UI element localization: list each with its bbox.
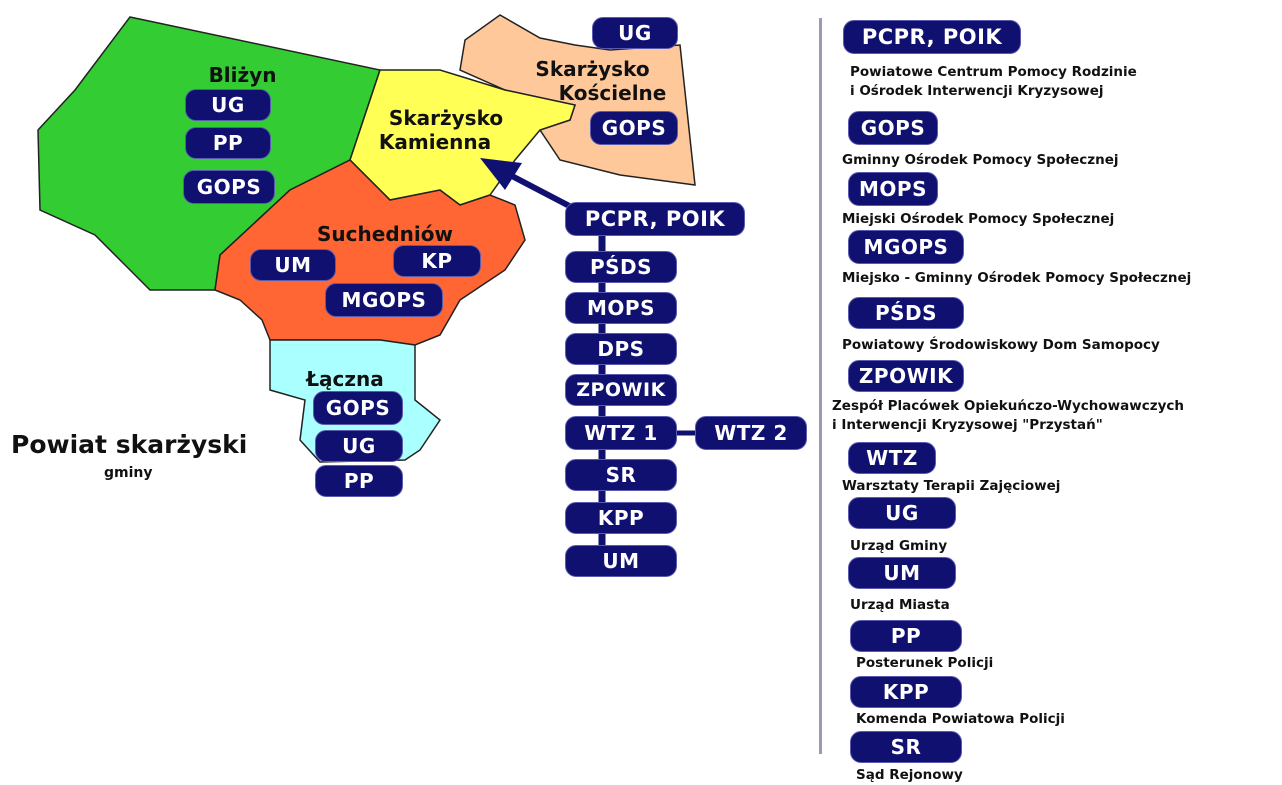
blizyn-ug-pill: UG	[185, 89, 271, 121]
legend-desc-line: Zespół Placówek Opiekuńczo-Wychowawczych	[832, 398, 1185, 414]
legend-desc-pp: Posterunek Policji	[856, 655, 994, 671]
legend-pill-sr: SR	[850, 731, 962, 763]
legend-desc-line: i Interwencji Kryzysowej "Przystań"	[832, 417, 1103, 433]
legend-desc-mops: Miejski Ośrodek Pomocy Społecznej	[842, 211, 1115, 227]
region-name-line1: Skarżysko	[535, 57, 650, 81]
legend-pill-ug: UG	[848, 497, 956, 529]
chain-item-mops: MOPS	[565, 292, 677, 324]
legend-pill-zpowik: ZPOWIK	[848, 360, 964, 392]
map-title: Powiat skarżyski	[11, 430, 248, 459]
chain-head-pill: PCPR, POIK	[565, 202, 745, 236]
laczna-pp-pill: PP	[315, 465, 403, 497]
legend-pill-gops: GOPS	[848, 111, 938, 145]
blizyn-gops-pill: GOPS	[183, 170, 275, 204]
map-subtitle: gminy	[104, 465, 153, 481]
chain-item-psds: PŚDS	[565, 251, 677, 283]
legend-desc-zpowik: Zespół Placówek Opiekuńczo-Wychowawczych…	[832, 397, 1184, 435]
chain-item-sr: SR	[565, 459, 677, 491]
legend-pill-mgops: MGOPS	[848, 230, 964, 264]
legend-desc-gops: Gminny Ośrodek Pomocy Społecznej	[842, 152, 1119, 168]
legend-pill-kpp: KPP	[850, 676, 962, 708]
chain-item-kpp: KPP	[565, 502, 677, 534]
laczna-gops-pill: GOPS	[313, 391, 403, 425]
legend-pill-pcpr: PCPR, POIK	[843, 20, 1021, 54]
legend-pill-um: UM	[848, 557, 956, 589]
legend-desc-sr: Sąd Rejonowy	[856, 767, 963, 783]
legend-desc-ug: Urząd Gminy	[850, 538, 948, 554]
koscielne-gops-pill: GOPS	[590, 111, 678, 145]
legend-pill-wtz: WTZ	[848, 442, 936, 474]
legend-pill-pp: PP	[850, 620, 962, 652]
region-name-skarzysko-kamienna: Skarżysko Kamienna	[360, 106, 510, 154]
region-name-laczna: Łączna	[306, 367, 384, 391]
region-name-line1: Skarżysko	[388, 106, 504, 130]
legend-desc-wtz: Warsztaty Terapii Zajęciowej	[842, 478, 1061, 494]
region-name-skarzysko-koscielne: Skarżysko Kościelne	[490, 57, 695, 105]
legend-desc-um: Urząd Miasta	[850, 597, 950, 613]
region-name-suchedniow: Suchedniów	[317, 222, 453, 246]
chain-item-wtz1: WTZ 1	[565, 416, 677, 450]
suchedniow-kp-pill: KP	[393, 245, 481, 277]
laczna-ug-pill: UG	[315, 430, 403, 462]
arrow-head	[480, 158, 522, 190]
suchedniow-mgops-pill: MGOPS	[325, 283, 443, 317]
blizyn-pp-pill: PP	[185, 127, 271, 159]
region-name-line2: Kościelne	[558, 81, 667, 105]
chain-item-um: UM	[565, 545, 677, 577]
legend-desc-psds: Powiatowy Środowiskowy Dom Samopocy	[842, 337, 1160, 353]
legend-desc-mgops: Miejsko - Gminny Ośrodek Pomocy Społeczn…	[842, 270, 1192, 286]
legend-desc-pcpr: Powiatowe Centrum Pomocy Rodzinie i Ośro…	[850, 63, 1137, 101]
region-name-line2: Kamienna	[378, 130, 492, 154]
legend-divider	[819, 18, 822, 754]
chain-item-wtz2: WTZ 2	[695, 416, 807, 450]
legend-pill-psds: PŚDS	[848, 297, 964, 329]
legend-desc-line: i Ośrodek Interwencji Kryzysowej	[850, 83, 1104, 99]
koscielne-ug-pill: UG	[592, 17, 678, 49]
region-name-blizyn: Bliżyn	[208, 63, 277, 87]
chain-item-zpowik: ZPOWIK	[565, 374, 677, 406]
legend-desc-kpp: Komenda Powiatowa Policji	[856, 711, 1065, 727]
chain-item-dps: DPS	[565, 333, 677, 365]
legend-desc-line: Powiatowe Centrum Pomocy Rodzinie	[850, 64, 1137, 80]
legend-pill-mops: MOPS	[848, 172, 938, 206]
suchedniow-um-pill: UM	[250, 249, 336, 281]
region-suchedniow-shape	[214, 159, 526, 346]
